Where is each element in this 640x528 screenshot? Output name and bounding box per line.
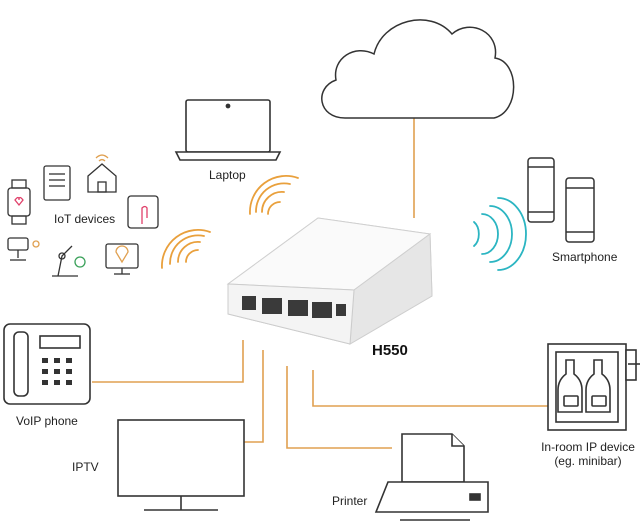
printer-link-line bbox=[286, 366, 392, 449]
inroom-link-line bbox=[312, 370, 548, 407]
iptv-icon bbox=[117, 419, 245, 511]
ethernet-ports bbox=[242, 296, 346, 318]
robot-arm-icon bbox=[52, 245, 86, 277]
minibar-icon bbox=[547, 343, 640, 431]
voip-link-line bbox=[92, 340, 244, 383]
printer-icon bbox=[374, 433, 489, 521]
voip-phone-icon bbox=[3, 323, 91, 405]
laptop-label: Laptop bbox=[209, 168, 246, 182]
wifi-waves-top-icon bbox=[249, 175, 299, 215]
cloud-icon bbox=[321, 19, 515, 119]
inroom-device-label-line2: (eg. minibar) bbox=[554, 454, 622, 468]
tablet-touch-icon bbox=[127, 195, 159, 229]
smart-home-icon bbox=[87, 154, 117, 193]
printer-label: Printer bbox=[332, 494, 368, 508]
inroom-device-label-line1: In-room IP device bbox=[541, 440, 635, 454]
access-point-device bbox=[226, 217, 433, 345]
iot-devices-label: IoT devices bbox=[54, 212, 116, 226]
wifi-waves-right-icon bbox=[473, 197, 527, 271]
smartwatch-icon bbox=[7, 179, 31, 225]
location-monitor-icon bbox=[105, 243, 139, 275]
security-camera-icon bbox=[7, 237, 40, 261]
voip-phone-label: VoIP phone bbox=[16, 414, 78, 428]
model-label: H550 bbox=[372, 342, 408, 359]
iptv-link-line bbox=[244, 350, 264, 443]
smartphone-icon bbox=[527, 157, 595, 243]
smartphone-label: Smartphone bbox=[552, 250, 618, 264]
iot-devices-icons bbox=[7, 154, 159, 277]
ebook-reader-icon bbox=[43, 165, 71, 201]
connection-lines bbox=[92, 118, 548, 449]
laptop-icon bbox=[174, 99, 282, 161]
wifi-waves-left-icon bbox=[161, 229, 211, 269]
iptv-label: IPTV bbox=[72, 460, 99, 474]
inroom-device-label: In-room IP device (eg. minibar) bbox=[540, 440, 636, 468]
